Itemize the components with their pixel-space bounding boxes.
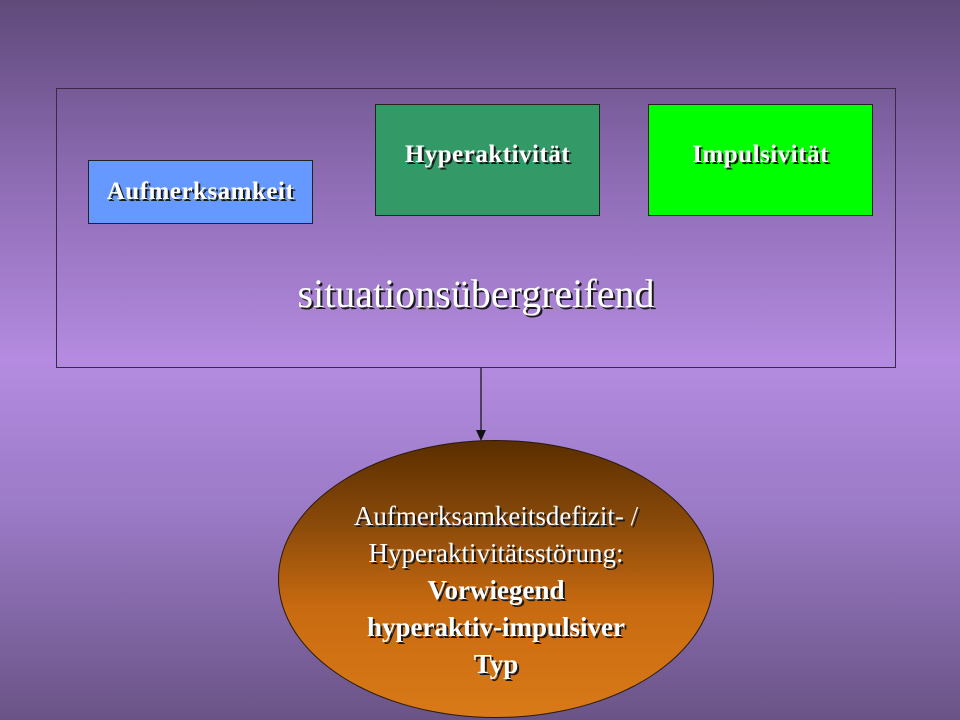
frame-label: situationsübergreifend [297,271,655,316]
result-line-5: Typ [473,649,519,679]
result-line-4: hyperaktiv-impulsiver [366,612,625,642]
result-ellipse [278,440,714,718]
box-hyperactivity: Hyperaktivität [375,104,600,216]
box-attention: Aufmerksamkeit [88,160,313,224]
box-impulsivity-label: Impulsivität [692,141,829,168]
result-line-3: Vorwiegend [427,575,565,605]
result-text: Aufmerksamkeitsdefizit- / Hyperaktivität… [278,498,714,683]
box-hyperactivity-label: Hyperaktivität [404,141,571,168]
box-attention-label: Aufmerksamkeit [106,178,295,205]
box-impulsivity: Impulsivität [648,104,873,216]
result-line-1: Aufmerksamkeitsdefizit- / [353,501,639,531]
symptom-frame [56,88,896,368]
result-line-2: Hyperaktivitätsstörung: [368,538,624,568]
